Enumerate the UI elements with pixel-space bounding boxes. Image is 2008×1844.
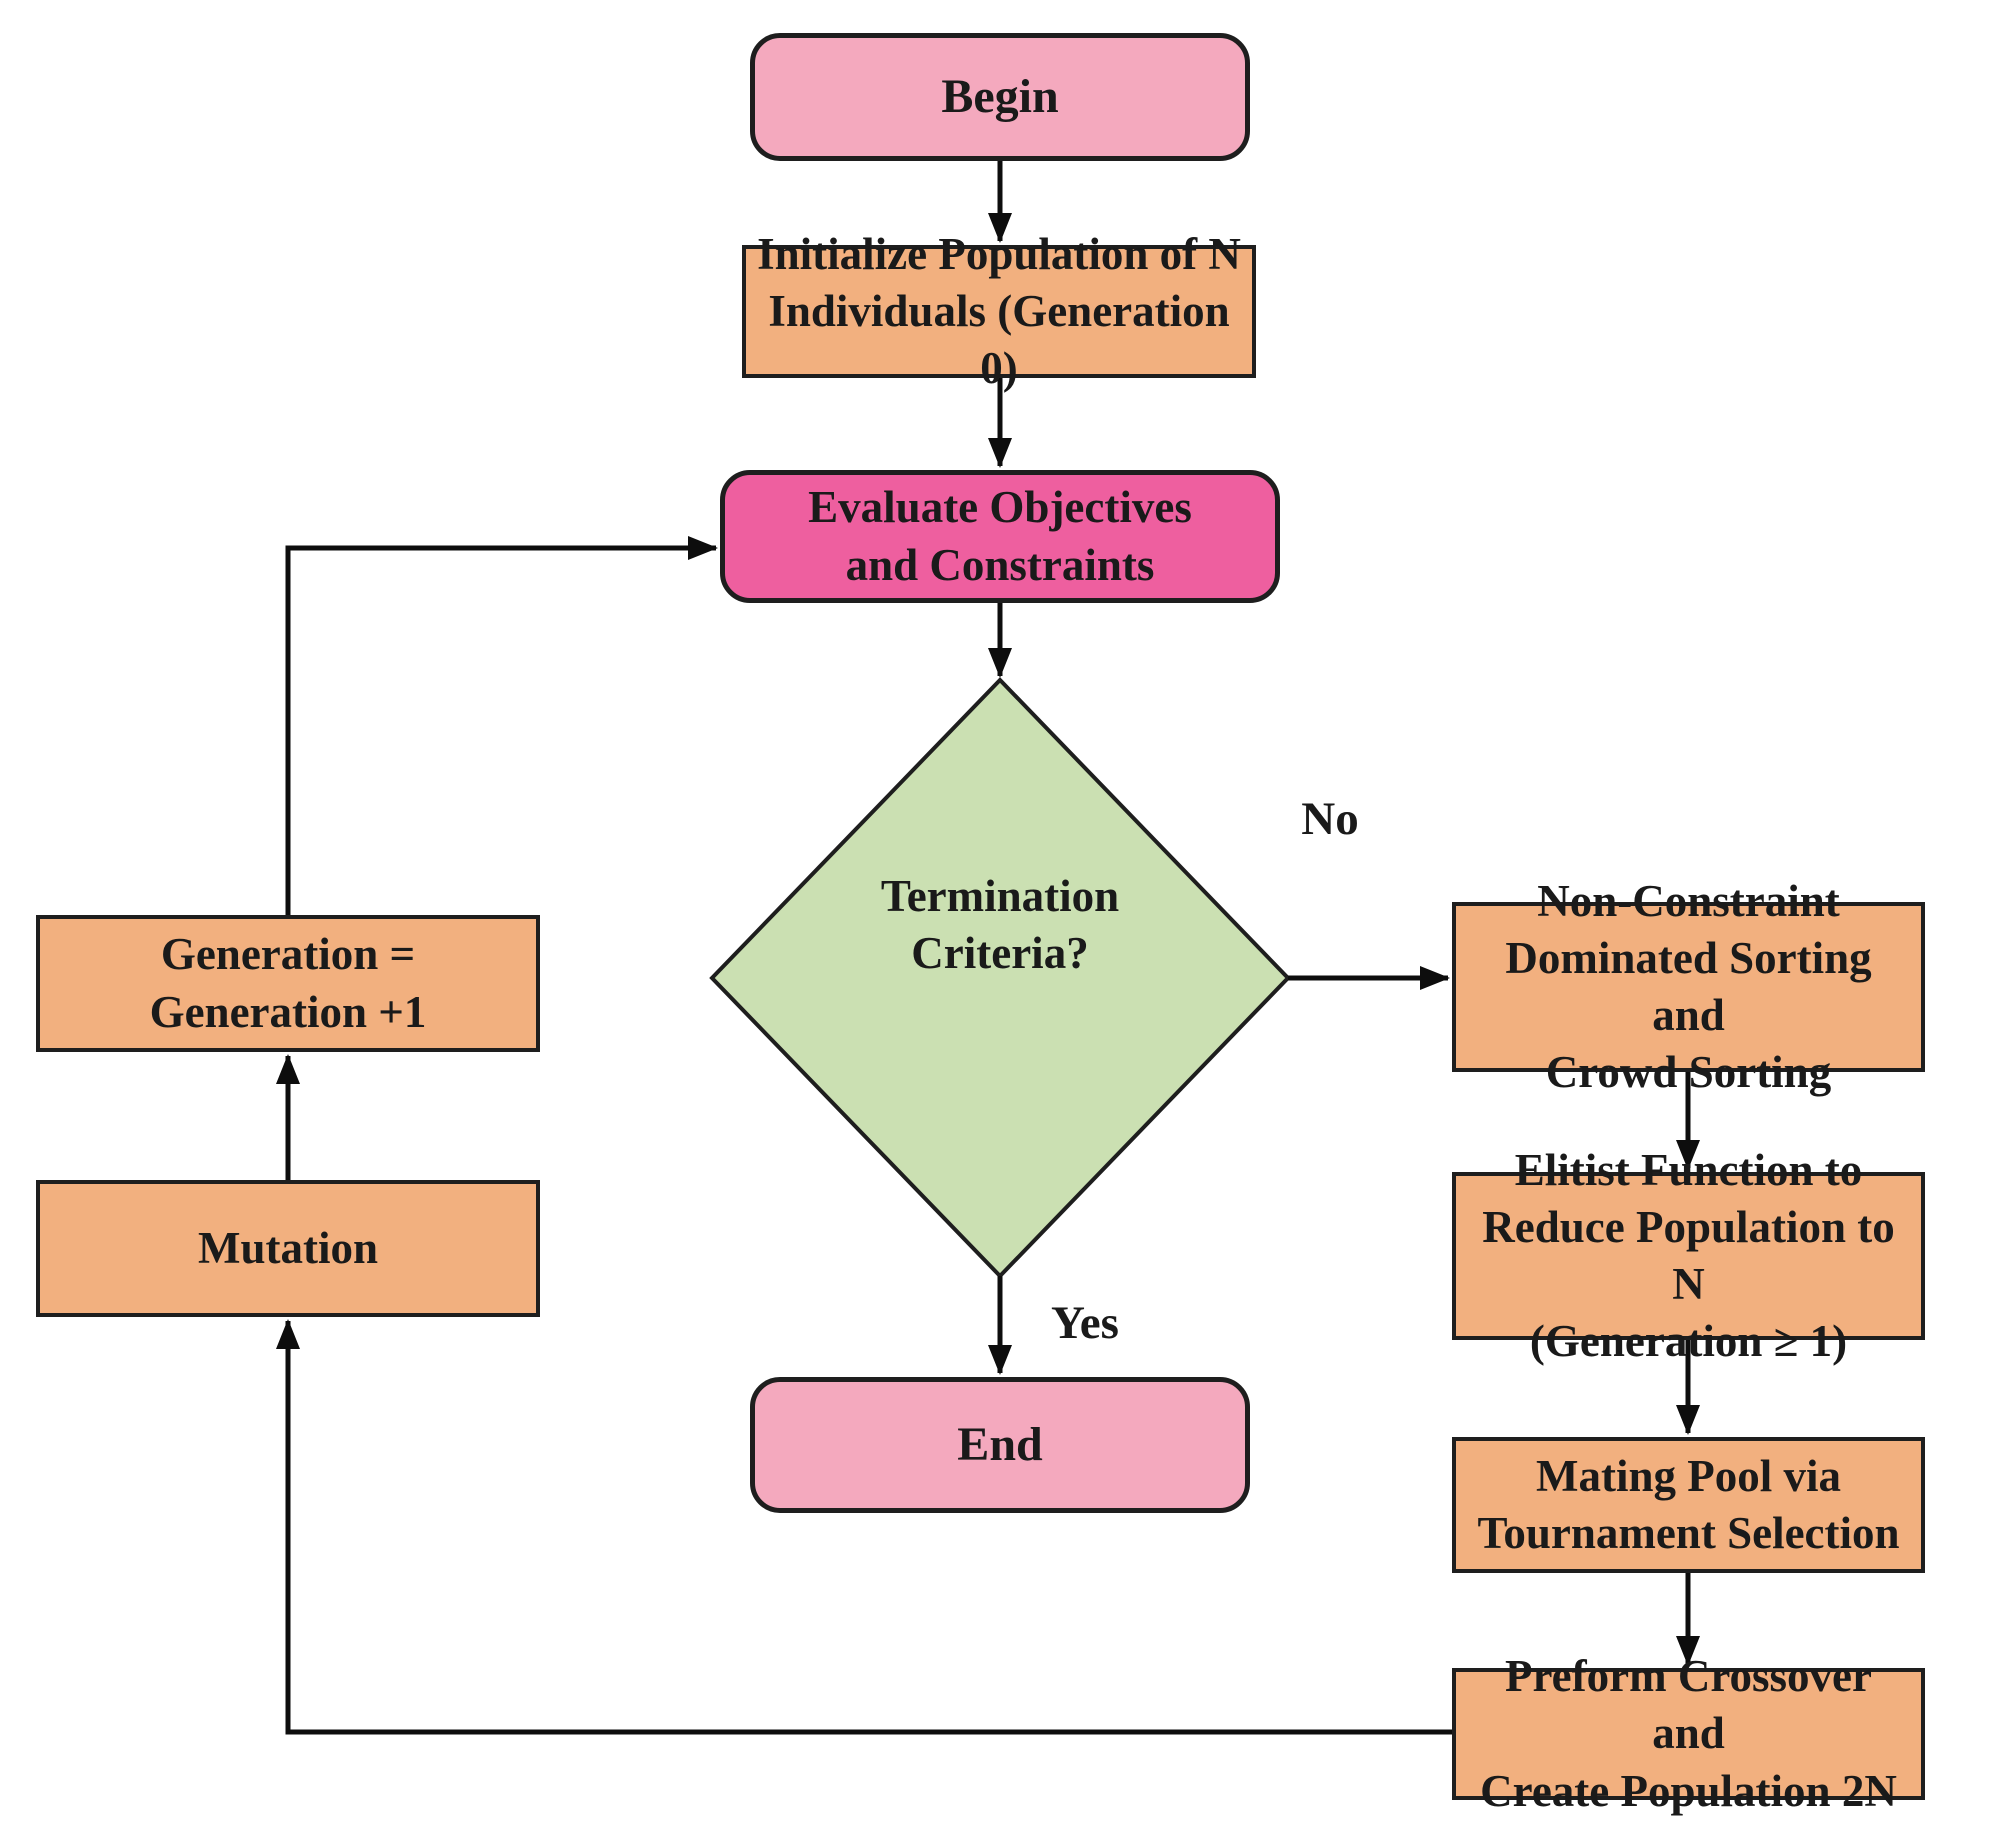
node-evaluate: Evaluate Objectives and Constraints <box>720 470 1280 603</box>
node-initialize: Initialize Population of N Individuals (… <box>742 229 1256 393</box>
node-mating: Mating Pool via Tournament Selection <box>1452 1437 1925 1573</box>
node-sorting: Non-Constraint Dominated Sorting and Cro… <box>1452 876 1925 1097</box>
label-no: No <box>1301 793 1359 845</box>
edge-crossover-mutation-loop <box>276 1319 1452 1735</box>
node-end: End <box>750 1377 1250 1513</box>
node-begin: Begin <box>750 33 1250 161</box>
edge-generation-evaluate-loop <box>285 536 718 915</box>
node-generation: Generation = Generation +1 <box>36 915 540 1052</box>
label-yes: Yes <box>1051 1297 1119 1349</box>
node-mutation: Mutation <box>36 1180 540 1317</box>
node-elitist: Elitist Function to Reduce Population to… <box>1452 1145 1925 1366</box>
node-crossover: Preform Crossover and Create Population … <box>1452 1651 1925 1816</box>
node-decision-label: Termination Criteria? <box>880 870 1120 978</box>
